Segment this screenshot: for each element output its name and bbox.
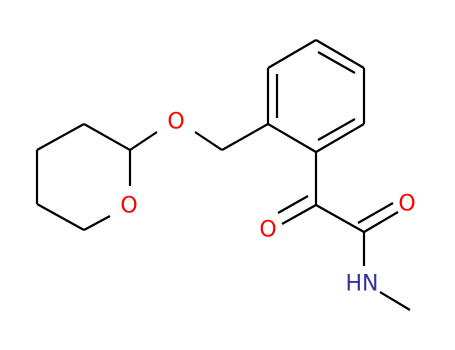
amide-oxygen-label: O [398,192,415,217]
ring-oxygen-label: O [120,194,137,219]
ether-oxygen-label: O [167,110,184,135]
benzene-bond [315,39,365,69]
thp-bond [36,203,85,231]
benzene-ring [266,39,366,153]
ketone-double-bond [277,195,309,214]
ether-linker [129,123,269,151]
amide-carbonyl-bond [363,211,399,233]
thp-bond [83,215,111,231]
ch2-o-bond [194,131,223,151]
benzene-inner-bond [317,118,356,141]
tetrahydropyran-ring [35,123,132,231]
o-acetal-bond [129,131,158,151]
thp-bond [36,123,85,151]
carbonyl-carbonyl-bond [315,204,365,233]
benzene-inner-bond [317,51,356,74]
amide-double-bond [357,202,394,224]
benzene-bond [267,123,317,153]
benzene-bond [267,39,317,69]
oxoacetamide-chain [277,152,411,311]
ketone-bond [281,204,317,225]
thp-bond [83,123,131,151]
ch2-bond [221,123,269,151]
amide-nitrogen-label: HN [346,272,379,297]
n-methyl-bond [379,291,411,311]
benzene-bond [315,123,365,153]
ketone-oxygen-label: O [259,218,276,243]
